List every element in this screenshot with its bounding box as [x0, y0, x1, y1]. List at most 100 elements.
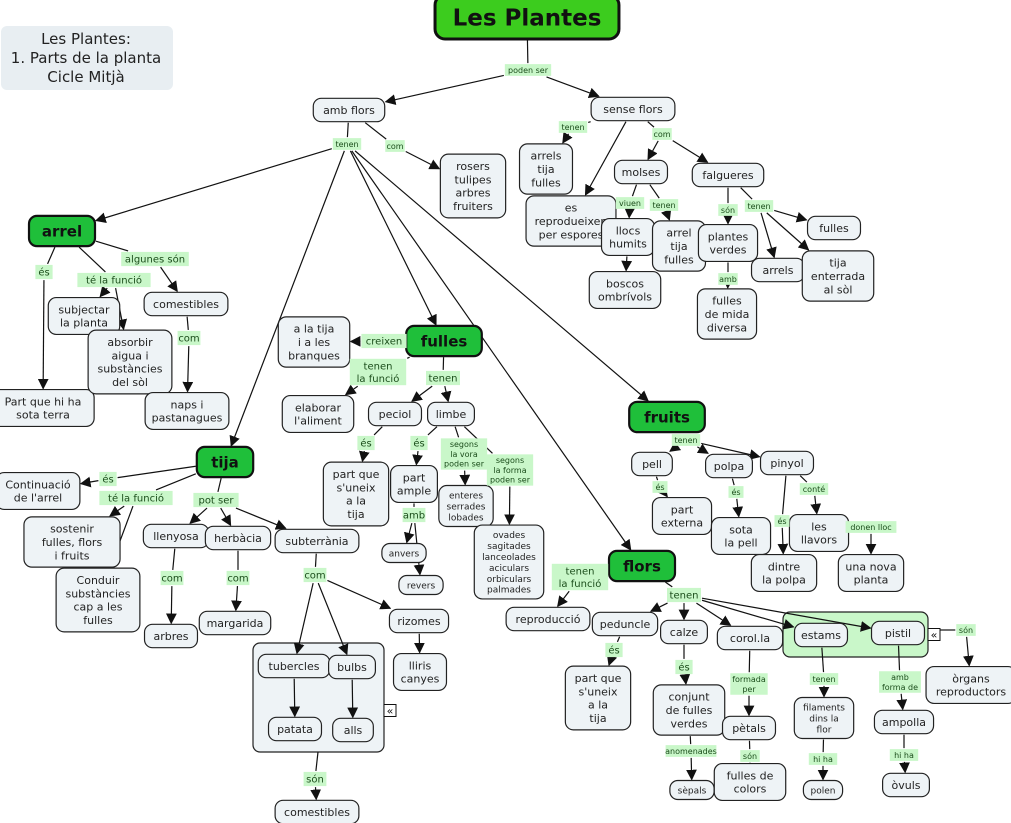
concept-box	[381, 542, 427, 564]
concept-box	[274, 528, 360, 554]
concept-rizomes[interactable]: rizomes	[388, 608, 450, 634]
concept-subterrania[interactable]: subterrània	[274, 528, 360, 554]
concept-falg-fulles[interactable]: fulles	[806, 215, 862, 241]
concept-margarida[interactable]: margarida	[198, 610, 272, 636]
concept-anvers[interactable]: anvers	[381, 542, 427, 564]
concept-comestibles2[interactable]: comestibles	[274, 799, 360, 823]
concept-falg-arrels[interactable]: arrels	[750, 257, 806, 283]
concept-falgueres[interactable]: falgueres	[691, 162, 765, 188]
concept-calze[interactable]: calze	[659, 619, 708, 645]
concept-arbres[interactable]: arbres	[143, 623, 199, 649]
concept-text: polen	[811, 786, 836, 796]
concept-peduncle[interactable]: peduncle	[591, 611, 659, 637]
concept-sense-flors[interactable]: sense flors	[590, 96, 676, 122]
concept-text: fulles	[819, 222, 849, 235]
collapse-group-icon[interactable]: «	[927, 628, 941, 642]
concept-fulles[interactable]: fulles	[405, 324, 483, 358]
concept-peciol[interactable]: peciol	[367, 401, 423, 427]
link-label-text: tenen	[561, 123, 584, 132]
concept-revers[interactable]: revers	[398, 574, 444, 596]
connector-l-sense-com-to-molses	[647, 140, 659, 161]
link-label-l-falg-tenen: tenen	[744, 200, 774, 212]
concept-ovuls[interactable]: òvuls	[881, 772, 930, 798]
concept-polen[interactable]: polen	[802, 779, 844, 801]
concept-molses[interactable]: molses	[613, 159, 669, 185]
concept-patata[interactable]: patata	[267, 716, 323, 742]
connector-l-peciol-es-to-part-uneix1	[359, 450, 370, 463]
concept-petals[interactable]: pètals	[721, 715, 777, 741]
concept-flors[interactable]: flors	[607, 549, 677, 583]
connector-polpa-to-l-polpa-es	[731, 478, 735, 486]
connector-l-flors-tenen-to-estams	[701, 599, 795, 630]
concept-llenyosa[interactable]: llenyosa	[142, 523, 210, 549]
concept-limbe[interactable]: limbe	[427, 401, 476, 427]
concept-pell[interactable]: pell	[631, 451, 673, 477]
concept-root[interactable]: Les Plantes	[433, 0, 621, 41]
label-background	[879, 671, 921, 693]
link-label-l-tija-pot: pot ser	[193, 492, 239, 508]
label-background	[667, 587, 701, 603]
concept-alls[interactable]: alls	[332, 717, 374, 743]
concept-estams[interactable]: estams	[793, 622, 849, 648]
concept-comestibles1[interactable]: comestibles	[143, 291, 229, 317]
label-background	[649, 199, 679, 211]
concept-pistil[interactable]: pistil	[870, 620, 926, 646]
link-label-text: com	[227, 574, 248, 585]
concept-arrel[interactable]: arrel	[27, 214, 97, 248]
connector-sense-flors-to-l-sense-com	[647, 121, 655, 128]
concept-sepals[interactable]: sèpals	[669, 779, 715, 801]
concept-fruits[interactable]: fruits	[628, 400, 706, 434]
connector-l-limbe-vora-to-enteres	[459, 470, 471, 486]
concept-corola[interactable]: corol.la	[716, 625, 784, 651]
concept-reproduccio[interactable]: reproducció	[505, 606, 591, 632]
concept-box	[332, 717, 374, 743]
concept-tija[interactable]: tija	[195, 445, 255, 479]
concept-ampolla[interactable]: ampolla	[873, 709, 935, 735]
label-background	[652, 128, 672, 140]
concept-herbacia[interactable]: herbàcia	[204, 525, 272, 551]
concept-amb-flors[interactable]: amb flors	[312, 97, 386, 123]
concept-tubercles[interactable]: tubercles	[257, 653, 331, 679]
concept-pinyol[interactable]: pinyol	[759, 450, 815, 476]
concept-polpa[interactable]: polpa	[704, 453, 753, 479]
collapse-group-icon[interactable]: «	[383, 704, 397, 718]
concept-bulbs[interactable]: bulbs	[328, 654, 377, 680]
